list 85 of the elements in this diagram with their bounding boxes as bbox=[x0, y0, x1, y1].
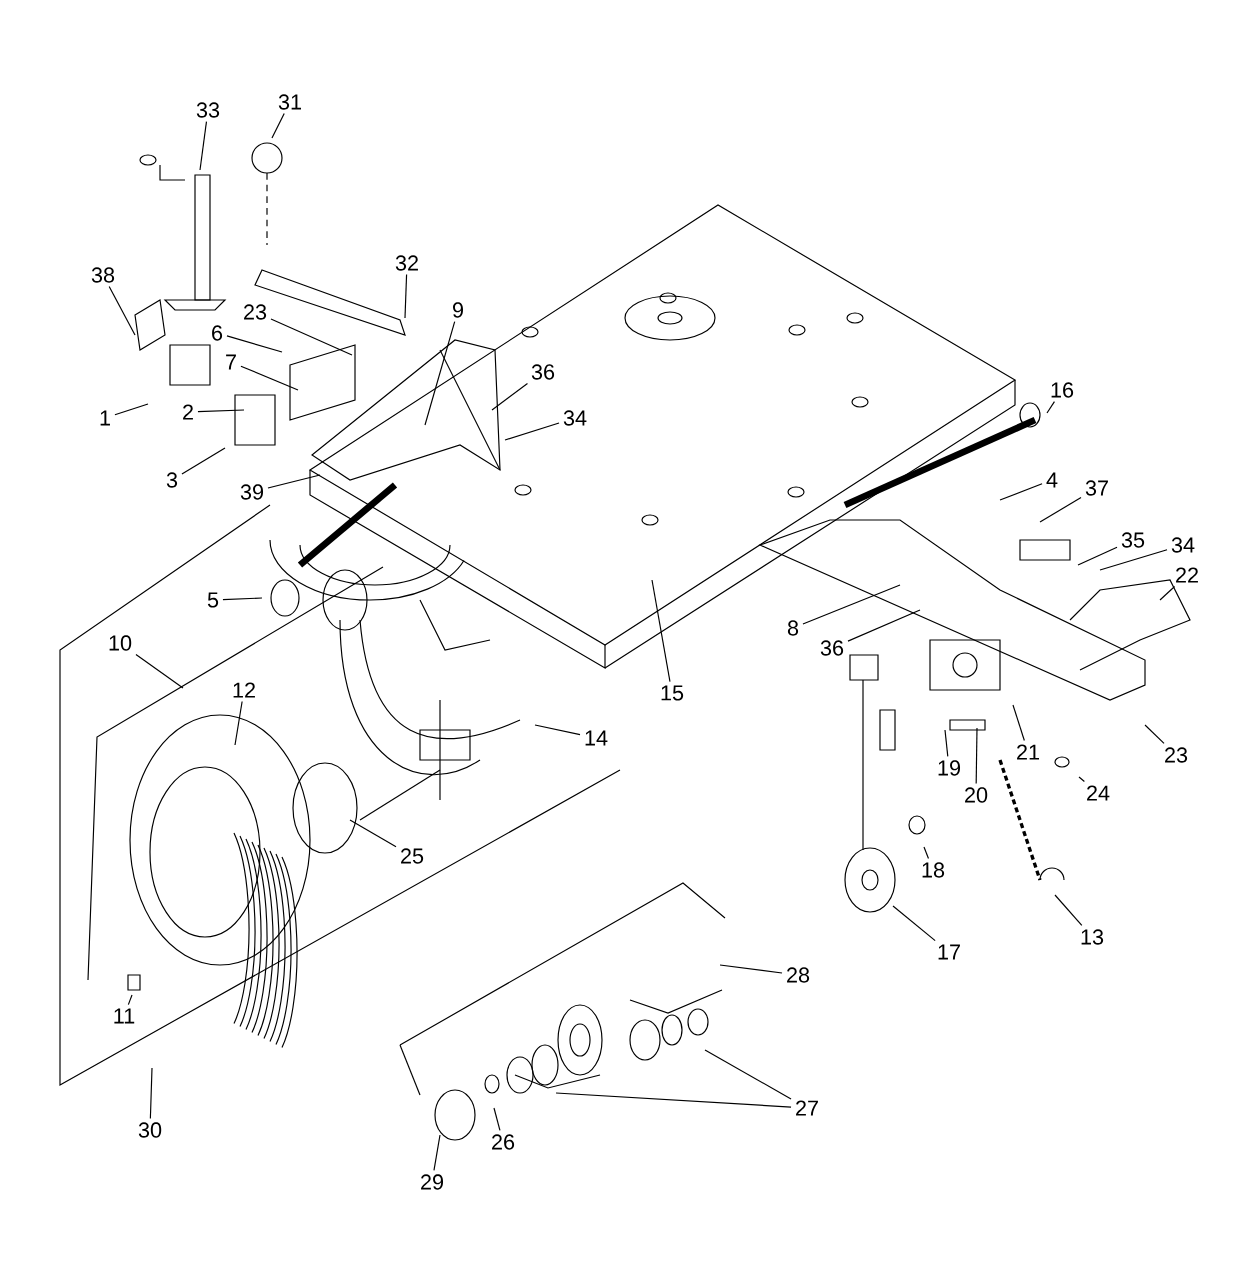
callout-number: 33 bbox=[196, 102, 220, 118]
callout-number: 11 bbox=[114, 1008, 135, 1024]
leader-line bbox=[1099, 549, 1168, 571]
callout-number: 34 bbox=[1171, 537, 1195, 553]
callout-number: 6 bbox=[212, 325, 223, 341]
callout-number: 5 bbox=[207, 592, 219, 608]
leader-line bbox=[424, 321, 456, 426]
leader-line bbox=[271, 113, 285, 139]
callout-number: 15 bbox=[661, 685, 684, 701]
leader-line bbox=[1077, 546, 1118, 566]
callout-number: 35 bbox=[1121, 532, 1145, 548]
callout-number: 7 bbox=[226, 354, 236, 370]
leader-line bbox=[127, 994, 133, 1006]
leader-line bbox=[197, 409, 245, 413]
leader-line bbox=[349, 819, 397, 848]
leader-line bbox=[491, 383, 529, 411]
callout-number: 16 bbox=[1051, 382, 1074, 398]
callout-number: 28 bbox=[787, 967, 810, 983]
leader-line bbox=[1078, 776, 1085, 783]
callout-number: 20 bbox=[965, 787, 988, 803]
callout-number: 12 bbox=[233, 682, 255, 698]
leader-line bbox=[1144, 724, 1165, 744]
leader-line bbox=[1054, 894, 1083, 926]
leader-line bbox=[270, 318, 353, 356]
callout-number: 37 bbox=[1085, 480, 1108, 496]
leader-line bbox=[222, 597, 263, 601]
leader-line bbox=[135, 653, 184, 689]
leader-line bbox=[1159, 585, 1176, 601]
callout-number: 26 bbox=[492, 1134, 515, 1150]
leader-line bbox=[1046, 401, 1056, 414]
callout-number: 23 bbox=[244, 304, 267, 320]
leader-line bbox=[504, 422, 560, 441]
leader-line bbox=[802, 584, 901, 625]
leader-line bbox=[240, 365, 299, 391]
callout-number: 3 bbox=[166, 472, 178, 488]
callout-number: 39 bbox=[240, 484, 264, 500]
callout-number: 25 bbox=[401, 848, 424, 864]
callout-number: 27 bbox=[796, 1100, 818, 1116]
leader-line bbox=[433, 1134, 441, 1171]
leader-line bbox=[234, 700, 243, 746]
callout-number: 14 bbox=[585, 730, 608, 746]
callout-number: 19 bbox=[938, 760, 961, 776]
leader-line bbox=[999, 483, 1043, 501]
callout-number: 17 bbox=[938, 944, 960, 960]
callout-number: 34 bbox=[563, 410, 587, 426]
callout-number: 9 bbox=[453, 302, 463, 318]
leader-line bbox=[181, 447, 226, 475]
leader-line bbox=[404, 274, 408, 319]
leader-line bbox=[534, 724, 581, 736]
callout-number: 36 bbox=[820, 640, 844, 656]
leader-line bbox=[651, 579, 671, 683]
leader-line bbox=[975, 727, 978, 784]
callout-number: 32 bbox=[395, 255, 418, 271]
leader-line bbox=[199, 121, 208, 171]
callout-number: 2 bbox=[183, 404, 193, 420]
callout-number: 23 bbox=[1165, 747, 1188, 763]
leader-line bbox=[493, 1107, 501, 1131]
callout-number: 13 bbox=[1081, 929, 1104, 945]
callout-number: 18 bbox=[922, 862, 945, 878]
leader-line bbox=[923, 846, 930, 859]
leader-line bbox=[1012, 704, 1025, 742]
callout-number: 10 bbox=[109, 635, 132, 651]
callout-number: 22 bbox=[1176, 567, 1198, 583]
callout-number: 21 bbox=[1017, 744, 1039, 760]
callout-number: 4 bbox=[1046, 472, 1058, 488]
leader-line bbox=[1039, 496, 1082, 523]
callout-number: 38 bbox=[91, 267, 115, 283]
leader-line bbox=[892, 905, 936, 942]
callout-number: 29 bbox=[421, 1174, 444, 1190]
leader-line bbox=[847, 609, 921, 642]
leader-line bbox=[108, 286, 136, 336]
leader-line bbox=[114, 403, 149, 416]
callout-number: 30 bbox=[138, 1122, 162, 1138]
leader-line bbox=[267, 474, 321, 489]
leader-line bbox=[555, 1092, 792, 1108]
callout-number: 8 bbox=[787, 620, 799, 636]
callout-number: 1 bbox=[100, 410, 110, 426]
leader-line bbox=[149, 1067, 153, 1119]
callout-number: 31 bbox=[278, 94, 301, 110]
callout-number: 24 bbox=[1087, 785, 1110, 801]
leader-line bbox=[226, 335, 283, 353]
leader-line bbox=[944, 729, 949, 757]
leader-line bbox=[704, 1049, 792, 1100]
leader-line bbox=[719, 964, 783, 974]
callout-number: 36 bbox=[531, 364, 555, 380]
